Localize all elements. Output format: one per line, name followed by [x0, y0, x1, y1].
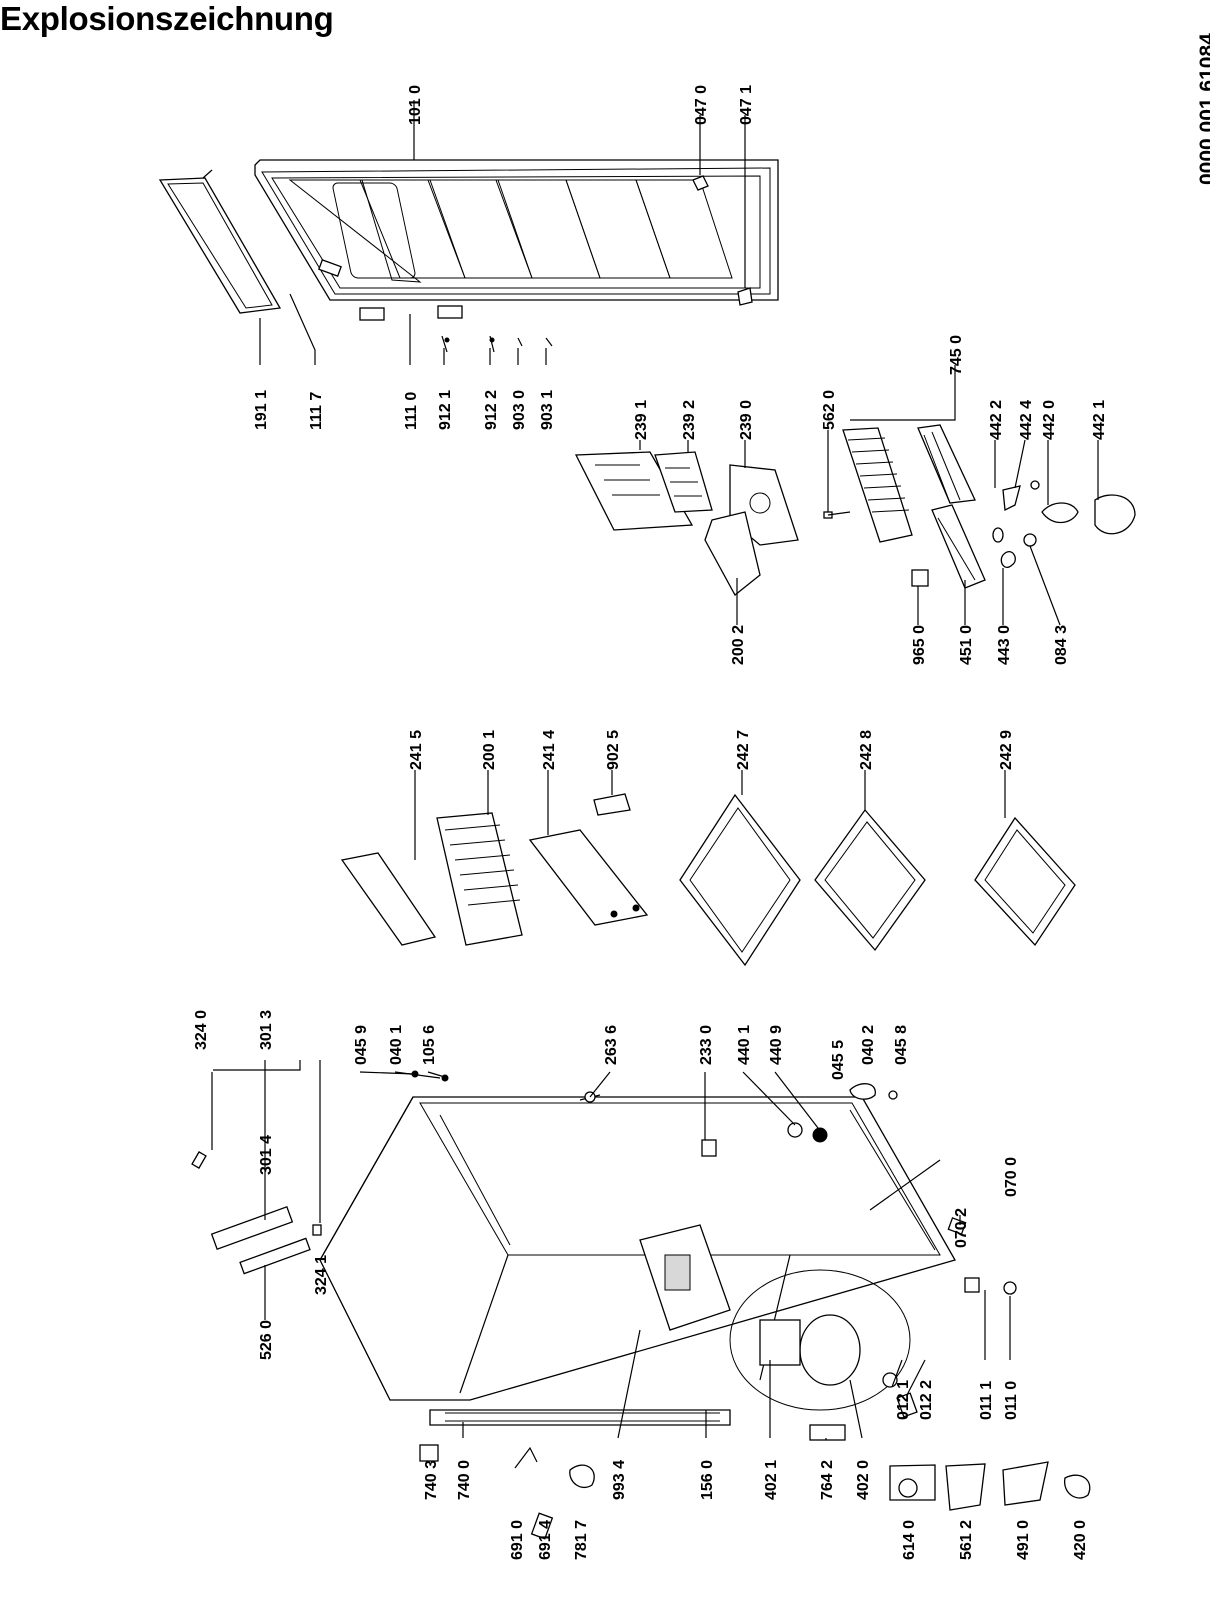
part-label: 451 0 [958, 625, 975, 665]
part-label: 443 0 [996, 625, 1013, 665]
part-label: 200 1 [481, 730, 498, 770]
part-label: 242 8 [858, 730, 875, 770]
part-label: 740 0 [456, 1460, 473, 1500]
part-label: 745 0 [948, 335, 965, 375]
part-label: 324 0 [193, 1010, 210, 1050]
part-label: 101 0 [407, 85, 424, 125]
part-label: 740 3 [423, 1460, 440, 1500]
part-label: 301 3 [258, 1010, 275, 1050]
part-label: 047 1 [738, 85, 755, 125]
part-label: 440 1 [736, 1025, 753, 1065]
part-label: 561 2 [958, 1520, 975, 1560]
part-label: 324 1 [313, 1255, 330, 1295]
part-label: 562 0 [821, 390, 838, 430]
part-label: 242 9 [998, 730, 1015, 770]
part-label: 111 0 [403, 392, 420, 430]
part-label: 764 2 [819, 1460, 836, 1500]
part-label: 241 4 [541, 730, 558, 770]
part-label: 045 5 [830, 1040, 847, 1080]
part-label: 965 0 [911, 625, 928, 665]
page-title: Explosionszeichnung [0, 0, 334, 37]
part-label: 200 2 [730, 625, 747, 665]
part-label: 902 5 [605, 730, 622, 770]
part-label: 239 1 [633, 400, 650, 440]
hinge-part-drawing [692, 175, 709, 191]
part-label: 526 0 [258, 1320, 275, 1360]
part-label: 011 1 [978, 1381, 995, 1420]
part-label: 105 6 [421, 1025, 438, 1065]
part-label: 191 1 [253, 390, 270, 430]
part-label: 912 2 [483, 390, 500, 430]
hinge-part-drawing [737, 287, 753, 306]
part-label: 614 0 [901, 1520, 918, 1560]
evaporator-drawing [823, 424, 976, 543]
part-label: 301 4 [258, 1135, 275, 1175]
leader-lines [211, 100, 1099, 1440]
shelves-drawing [340, 793, 649, 946]
drawers-drawing [679, 793, 1076, 967]
part-drawings [158, 100, 1136, 1540]
part-label: 491 0 [1015, 1520, 1032, 1560]
part-label: 442 2 [988, 400, 1005, 440]
small-parts-drawing [191, 1070, 1091, 1540]
part-label: 239 2 [681, 400, 698, 440]
part-label: 442 4 [1018, 400, 1035, 440]
part-label: 233 0 [698, 1025, 715, 1065]
part-label: 442 0 [1041, 400, 1058, 440]
part-label: 012 2 [918, 1380, 935, 1420]
part-label: 402 1 [763, 1460, 780, 1500]
cabinet-drawing [210, 1096, 956, 1426]
screws-drawing [441, 335, 553, 353]
part-label: 111 7 [308, 392, 325, 430]
part-label: 047 0 [693, 85, 710, 125]
part-label: 242 7 [735, 730, 752, 770]
part-label: 442 1 [1091, 400, 1108, 440]
part-label: 012 1 [895, 1380, 912, 1420]
part-label: 993 4 [611, 1460, 628, 1500]
handle-cover-drawing [318, 259, 342, 277]
part-label: 402 0 [855, 1460, 872, 1500]
part-label: 903 1 [539, 390, 556, 430]
gasket-drawing [158, 169, 282, 314]
part-label: 440 9 [768, 1025, 785, 1065]
fan-assembly-drawing [911, 480, 1136, 589]
part-label: 045 9 [353, 1025, 370, 1065]
part-label: 420 0 [1072, 1520, 1089, 1560]
part-label: 263 6 [603, 1025, 620, 1065]
part-label: 239 0 [738, 400, 755, 440]
door-drawing [254, 159, 779, 321]
part-label: 070 2 [953, 1208, 970, 1248]
part-label: 045 8 [893, 1025, 910, 1065]
part-label: 912 1 [437, 390, 454, 430]
part-label: 040 2 [860, 1025, 877, 1065]
part-label: 156 0 [699, 1460, 716, 1500]
part-label: 781 7 [573, 1520, 590, 1560]
air-duct-drawing [574, 451, 799, 596]
part-labels: 191 1 111 7 111 0 912 1 912 2 903 0 903 … [193, 85, 1108, 1560]
part-label: 241 5 [408, 730, 425, 770]
part-label: 040 1 [388, 1025, 405, 1065]
part-label: 691 0 [509, 1520, 526, 1560]
part-label: 691 4 [537, 1520, 554, 1560]
part-label: 084 3 [1053, 625, 1070, 665]
part-label: 903 0 [511, 390, 528, 430]
part-label: 011 0 [1003, 1381, 1020, 1420]
part-label: 070 0 [1003, 1157, 1020, 1197]
